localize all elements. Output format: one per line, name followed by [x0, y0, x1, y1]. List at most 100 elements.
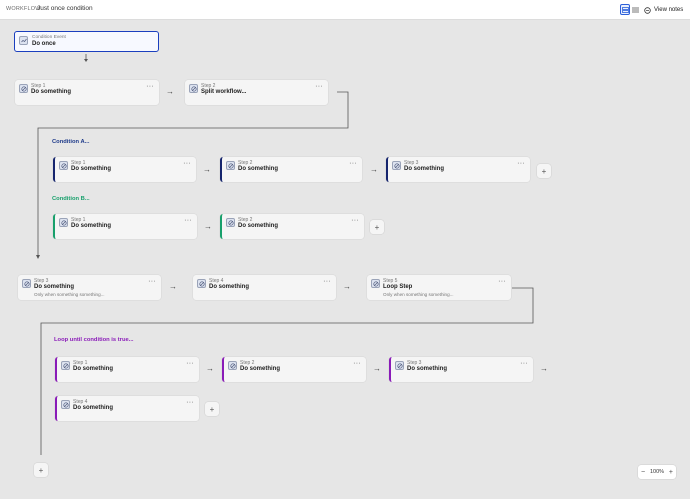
plus-icon: +	[209, 404, 215, 414]
condition-event-card[interactable]: Condition Event Do once	[14, 31, 159, 52]
plus-icon: +	[541, 166, 547, 176]
add-step-button[interactable]: +	[537, 164, 551, 178]
more-icon[interactable]: ···	[349, 160, 357, 167]
step-label: Step 1	[73, 360, 88, 366]
step-label: Step 4	[209, 278, 224, 284]
step-label: Step 3	[407, 360, 422, 366]
step-label: Step 2	[238, 160, 253, 166]
step-title: Split workflow...	[201, 89, 247, 95]
step-label: Step 1	[71, 160, 86, 166]
step-icon	[59, 161, 68, 170]
arrow-right-icon: →	[206, 364, 214, 373]
plus-icon: +	[38, 465, 44, 475]
view-toggle	[620, 4, 641, 16]
step-label: Step 1	[31, 83, 46, 89]
step-title: Do something	[238, 223, 278, 229]
step-title: Loop Step	[383, 284, 413, 290]
more-icon[interactable]: ···	[148, 278, 156, 285]
step-condition-note: Only when something something...	[383, 292, 454, 297]
step-title: Do something	[71, 223, 111, 229]
add-step-button[interactable]: +	[205, 402, 219, 416]
loop-label: Loop until condition is true...	[54, 337, 134, 343]
step-card[interactable]: Step 3 Do something ···	[389, 357, 533, 382]
grid-view-button[interactable]	[620, 4, 630, 15]
more-icon[interactable]: ···	[186, 399, 194, 406]
arrow-right-icon: →	[370, 165, 378, 174]
event-icon	[19, 36, 28, 45]
step-label: Step 2	[240, 360, 255, 366]
view-notes-label: View notes	[654, 7, 684, 13]
step-icon	[197, 279, 206, 288]
plus-icon: +	[374, 222, 380, 232]
add-step-button[interactable]: +	[370, 220, 384, 234]
more-icon[interactable]: ···	[184, 217, 192, 224]
step-card[interactable]: Step 3 Do something Only when something …	[18, 275, 161, 300]
more-icon[interactable]: ···	[323, 278, 331, 285]
more-icon[interactable]: ···	[498, 278, 506, 285]
step-icon	[61, 400, 70, 409]
step-card[interactable]: Step 1 Do something ···	[55, 357, 199, 382]
list-view-icon	[631, 7, 639, 12]
step-card[interactable]: Step 2 Do something ···	[222, 357, 366, 382]
step-title: Do something	[404, 166, 444, 172]
arrow-right-icon: →	[540, 364, 548, 373]
grid-view-icon	[621, 6, 629, 13]
list-view-button[interactable]	[630, 4, 640, 15]
step-card[interactable]: Step 2 Split workflow... ···	[185, 80, 328, 105]
step-card[interactable]: Step 2 Do something ···	[220, 214, 364, 239]
step-card[interactable]: Step 3 Do something ···	[386, 157, 530, 182]
more-icon[interactable]: ···	[315, 83, 323, 90]
step-card[interactable]: Step 1 Do something ···	[15, 80, 159, 105]
step-card[interactable]: Step 2 Do something ···	[220, 157, 362, 182]
step-icon	[226, 161, 235, 170]
step-title: Do something	[73, 366, 113, 372]
step-label: Step 4	[73, 399, 88, 405]
step-card[interactable]: Step 5 Loop Step Only when something som…	[367, 275, 511, 300]
step-card[interactable]: Step 1 Do something ···	[53, 214, 197, 239]
step-icon	[371, 279, 380, 288]
condition-b-label: Condition B...	[52, 196, 90, 202]
event-title: Do once	[32, 41, 56, 47]
more-icon[interactable]: ···	[351, 217, 359, 224]
step-title: Do something	[240, 366, 280, 372]
more-icon[interactable]: ···	[520, 360, 528, 367]
step-icon	[61, 361, 70, 370]
arrow-right-icon: →	[203, 165, 211, 174]
step-icon	[59, 218, 68, 227]
step-label: Step 2	[201, 83, 216, 89]
zoom-out-button[interactable]: −	[641, 468, 646, 476]
more-icon[interactable]: ···	[517, 160, 525, 167]
step-icon	[395, 361, 404, 370]
step-icon	[22, 279, 31, 288]
more-icon[interactable]: ···	[183, 160, 191, 167]
step-condition-note: Only when something something...	[34, 292, 105, 297]
step-title: Do something	[407, 366, 447, 372]
step-title: Do something	[34, 284, 74, 290]
zoom-level: 100%	[649, 469, 665, 475]
more-icon[interactable]: ···	[146, 83, 154, 90]
zoom-in-button[interactable]: +	[668, 468, 673, 476]
step-card[interactable]: Step 1 Do something ···	[53, 157, 196, 182]
step-icon	[19, 84, 28, 93]
more-icon[interactable]: ···	[353, 360, 361, 367]
breadcrumb[interactable]: WORKFLOW	[6, 6, 41, 12]
step-icon	[226, 218, 235, 227]
step-icon	[228, 361, 237, 370]
step-label: Step 2	[238, 217, 253, 223]
step-card[interactable]: Step 4 Do something ···	[55, 396, 199, 421]
condition-a-label: Condition A...	[52, 139, 90, 145]
add-step-button[interactable]: +	[34, 463, 48, 477]
more-icon[interactable]: ···	[186, 360, 194, 367]
arrow-right-icon: →	[169, 282, 177, 291]
zoom-control: − 100% +	[638, 465, 676, 479]
step-label: Step 3	[34, 278, 49, 284]
step-title: Do something	[209, 284, 249, 290]
arrow-right-icon: →	[343, 282, 351, 291]
step-title: Do something	[73, 405, 113, 411]
step-title: Do something	[31, 89, 71, 95]
view-notes-button[interactable]: View notes	[644, 4, 683, 16]
step-title: Do something	[238, 166, 278, 172]
step-card[interactable]: Step 4 Do something ···	[193, 275, 336, 300]
step-icon	[189, 84, 198, 93]
